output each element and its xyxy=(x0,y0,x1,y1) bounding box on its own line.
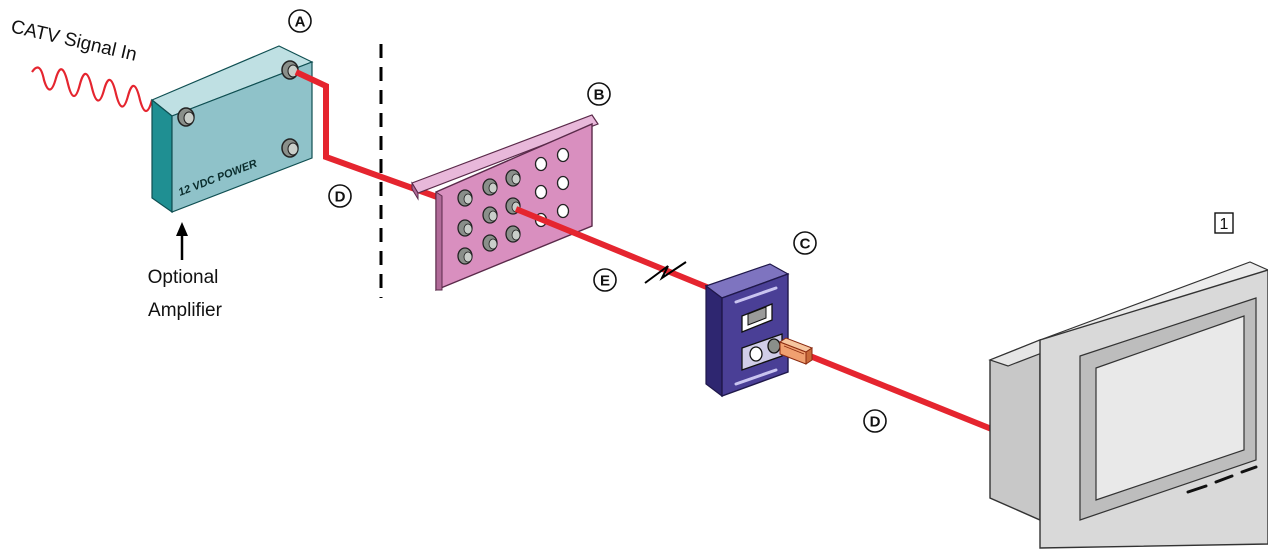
tv-number-box: 1 xyxy=(1214,212,1234,234)
svg-text:A: A xyxy=(295,14,306,31)
svg-text:D: D xyxy=(870,414,881,431)
amplifier-power-connector xyxy=(281,138,299,158)
signal-wave xyxy=(31,66,154,113)
amplifier-output-connector xyxy=(281,60,299,80)
marker-d-upper: D xyxy=(328,184,352,208)
cable-amplifier-to-panel xyxy=(294,69,442,201)
cable-panel-to-wallplate xyxy=(514,206,716,293)
amplifier-label: Amplifier xyxy=(148,300,223,321)
cable-wallplate-to-tv xyxy=(808,353,996,433)
svg-text:B: B xyxy=(594,87,605,104)
svg-text:1: 1 xyxy=(1220,216,1229,233)
wall-plate-outlet xyxy=(741,333,783,371)
distribution-panel xyxy=(411,114,599,292)
svg-text:C: C xyxy=(800,236,811,253)
optional-label: Optional xyxy=(148,267,219,288)
amplifier: 12 VDC POWER xyxy=(150,45,314,214)
marker-a: A xyxy=(288,9,312,33)
optional-arrow xyxy=(176,222,188,260)
marker-e: E xyxy=(593,268,617,292)
wall-plate xyxy=(704,263,790,398)
tv-screen xyxy=(1095,315,1245,501)
marker-c: C xyxy=(793,231,817,255)
television xyxy=(988,261,1268,549)
marker-d-lower: D xyxy=(863,409,887,433)
marker-b: B xyxy=(587,82,611,106)
amplifier-input-connector xyxy=(177,107,195,127)
svg-text:E: E xyxy=(600,273,610,290)
svg-text:D: D xyxy=(335,189,346,206)
cable-break-symbol xyxy=(644,261,687,284)
wall-plate-switch xyxy=(741,303,773,333)
coax-plug xyxy=(778,337,814,365)
signal-in-label: CATV Signal In xyxy=(9,16,139,65)
